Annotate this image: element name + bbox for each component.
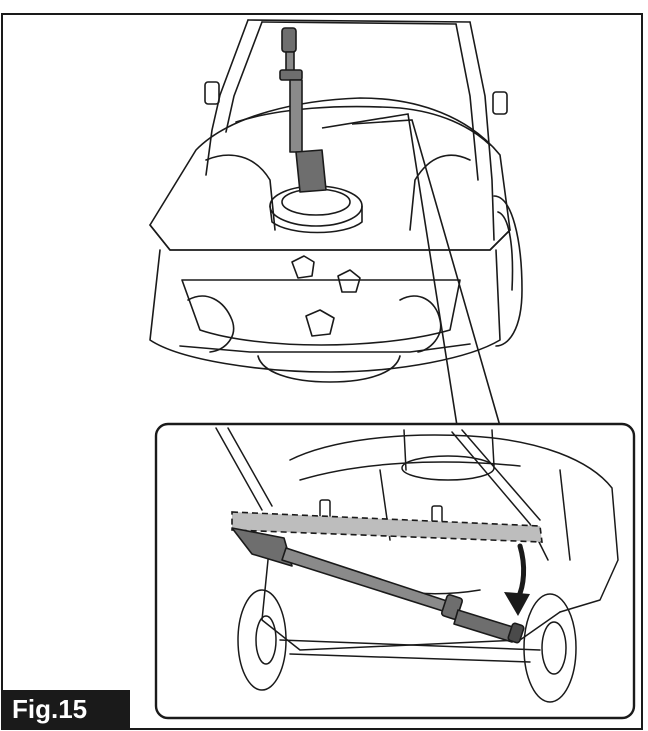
inset-right-wheel-hub <box>541 621 567 675</box>
removal-arrow <box>504 543 530 616</box>
right-cable <box>399 295 442 353</box>
left-knob <box>204 81 220 105</box>
housing-fold-right <box>409 154 471 231</box>
handle-crossbar-lower <box>261 21 457 25</box>
tool-stored-position <box>231 511 543 543</box>
tool-blade <box>231 527 293 567</box>
tool-collar <box>279 69 303 81</box>
chute-base-inner <box>281 188 351 216</box>
clean-out-tool-inserted <box>279 27 327 193</box>
housing-fold-left <box>205 154 276 231</box>
inset-housing-rib-3 <box>559 469 571 561</box>
inset-handle <box>215 427 263 511</box>
figure-label: Fig.15 <box>2 690 130 729</box>
inset-chute-rod-2 <box>461 429 541 521</box>
tool-stored-outline <box>231 511 543 543</box>
housing-body <box>149 97 511 251</box>
inset-lower-bar <box>279 639 541 651</box>
right-knob <box>492 91 508 115</box>
right-wheel <box>493 195 523 347</box>
handle-crossbar <box>247 19 471 23</box>
left-handle-bar-inner <box>225 21 263 133</box>
housing-top-contour <box>235 105 491 146</box>
chute-base-side <box>269 205 363 234</box>
right-handle-bar <box>469 21 495 241</box>
callout-lines <box>321 113 501 433</box>
inset-lower-bar-2 <box>289 653 531 663</box>
inset-left-wheel-hub <box>255 615 277 665</box>
inset-left-wheel <box>237 589 287 691</box>
snow-thrower-rear-view <box>149 19 523 383</box>
scraper-bottom <box>257 355 401 383</box>
callout-line-right <box>351 119 501 427</box>
right-handle-bar-inner <box>455 23 479 181</box>
bolt-upper-right <box>337 269 361 293</box>
tool-grip-top <box>281 27 297 53</box>
bolt-upper-left <box>291 255 315 279</box>
callout-line-left <box>321 113 459 433</box>
scraper-bar <box>179 343 471 353</box>
tool-scraper-blade <box>295 149 327 193</box>
bolt-lower-center <box>305 309 335 337</box>
right-wheel-inner <box>497 211 514 291</box>
arrow-head <box>504 592 530 616</box>
inset-handle-inner <box>227 427 273 507</box>
inset-auger-housing <box>261 539 561 651</box>
auger-housing <box>149 249 501 373</box>
inset-housing <box>289 434 619 613</box>
housing-rim <box>149 224 511 251</box>
inset-chute-rod <box>451 431 549 561</box>
tool-removed-position <box>231 527 525 644</box>
left-cable <box>187 295 235 353</box>
inset-frame <box>154 422 636 720</box>
left-handle-bar <box>205 19 249 176</box>
tool-grip-end <box>507 622 525 644</box>
inset-right-wheel <box>523 593 577 703</box>
outer-frame <box>1 13 643 730</box>
tool-shaft-upper <box>285 51 295 73</box>
tool-shaft-lower <box>289 79 303 153</box>
auger-housing-lower <box>181 279 461 346</box>
